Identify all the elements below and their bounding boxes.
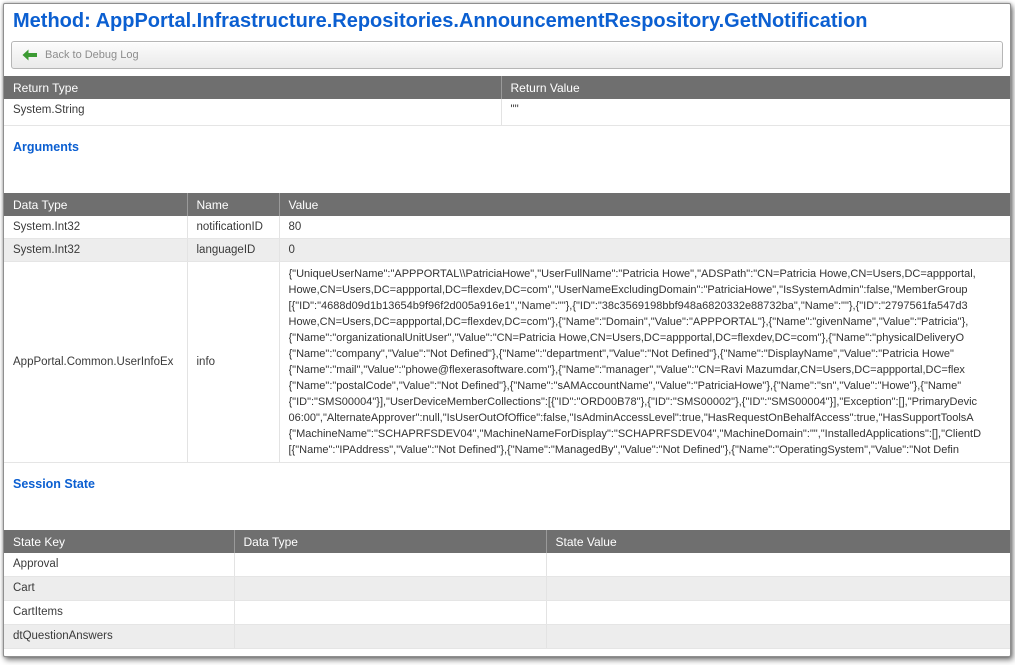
return-type-cell: System.String <box>4 99 501 126</box>
json-line: {"Name":"company","Value":"Not Defined"}… <box>288 348 954 360</box>
name-cell: languageID <box>186 238 279 262</box>
data-type-header: Data Type <box>4 193 187 216</box>
value-cell-userinfo-json: {"UniqueUserName":"APPPORTAL\\PatriciaHo… <box>278 261 1010 463</box>
name-cell: info <box>186 261 279 463</box>
data-type-cell <box>233 600 546 625</box>
data-type-cell: System.Int32 <box>4 216 187 239</box>
json-line: [{"Name":"IPAddress","Value":"Not Define… <box>288 444 959 456</box>
arguments-table-header-row: Data Type Name Value <box>4 193 1010 216</box>
table-row: Cart <box>4 576 1010 601</box>
data-type-cell: System.Int32 <box>4 238 187 262</box>
table-row: System.Int32 notificationID 80 <box>4 216 1010 239</box>
name-header: Name <box>186 193 279 216</box>
table-row: System.String "" <box>4 99 1010 126</box>
json-line: {"Name":"postalCode","Value":"Not Define… <box>288 380 962 392</box>
back-to-debug-log-button[interactable]: Back to Debug Log <box>11 41 1003 69</box>
json-line: Howe,CN=Users,DC=appportal,DC=flexdev,DC… <box>288 284 968 296</box>
state-value-cell <box>545 600 1010 625</box>
state-value-cell <box>545 624 1010 649</box>
json-line: {"Name":"organizationalUnitUser","Value"… <box>288 332 965 344</box>
return-value-header: Return Value <box>500 76 1010 99</box>
json-line: [{"ID":"4688d09d1b13654b9f96f2d005a916e1… <box>288 300 968 312</box>
json-line: {"Name":"mail","Value":"phowe@flexerasof… <box>288 364 965 376</box>
debug-method-page: Method: AppPortal.Infrastructure.Reposit… <box>3 3 1011 657</box>
data-type-cell <box>233 624 546 649</box>
json-line: {"MachineName":"SCHAPRFSDEV04","MachineN… <box>288 428 982 440</box>
table-row: dtQuestionAnswers <box>4 624 1010 649</box>
return-value-cell: "" <box>500 99 1010 126</box>
state-key-cell: CartItems <box>4 600 234 625</box>
back-arrow-icon <box>22 49 37 61</box>
state-key-cell: dtQuestionAnswers <box>4 624 234 649</box>
value-cell: 0 <box>278 238 1010 262</box>
json-line: {"UniqueUserName":"APPPORTAL\\PatriciaHo… <box>288 268 976 280</box>
data-type-cell <box>233 553 546 577</box>
table-row: System.Int32 languageID 0 <box>4 238 1010 262</box>
page-title: Method: AppPortal.Infrastructure.Reposit… <box>13 10 868 32</box>
state-value-cell <box>545 576 1010 601</box>
data-type-header: Data Type <box>233 530 546 553</box>
return-type-header: Return Type <box>4 76 501 99</box>
arguments-table: Data Type Name Value System.Int32 notifi… <box>4 193 1010 463</box>
data-type-cell: AppPortal.Common.UserInfoEx <box>4 261 187 463</box>
json-line: {"ID":"SMS00004"}],"UserDeviceMemberColl… <box>288 396 978 408</box>
value-cell: 80 <box>278 216 1010 239</box>
state-key-cell: Cart <box>4 576 234 601</box>
session-table-header-row: State Key Data Type State Value <box>4 530 1010 553</box>
return-table-header-row: Return Type Return Value <box>4 76 1010 99</box>
json-line: 06:00","AlternateApprover":null,"IsUserO… <box>288 412 974 424</box>
data-type-cell <box>233 576 546 601</box>
table-row: CartItems <box>4 600 1010 625</box>
session-state-table: State Key Data Type State Value Approval… <box>4 530 1010 649</box>
table-row: Approval <box>4 553 1010 577</box>
state-value-header: State Value <box>545 530 1010 553</box>
table-row: AppPortal.Common.UserInfoEx info {"Uniqu… <box>4 261 1010 463</box>
state-value-cell <box>545 553 1010 577</box>
back-button-label: Back to Debug Log <box>45 49 139 61</box>
session-state-heading: Session State <box>13 477 95 491</box>
state-key-header: State Key <box>4 530 234 553</box>
return-table: Return Type Return Value System.String "… <box>4 76 1010 126</box>
json-line: Howe,CN=Users,DC=appportal,DC=flexdev,DC… <box>288 316 969 328</box>
value-header: Value <box>278 193 1010 216</box>
state-key-cell: Approval <box>4 553 234 577</box>
name-cell: notificationID <box>186 216 279 239</box>
arguments-heading: Arguments <box>13 140 79 154</box>
